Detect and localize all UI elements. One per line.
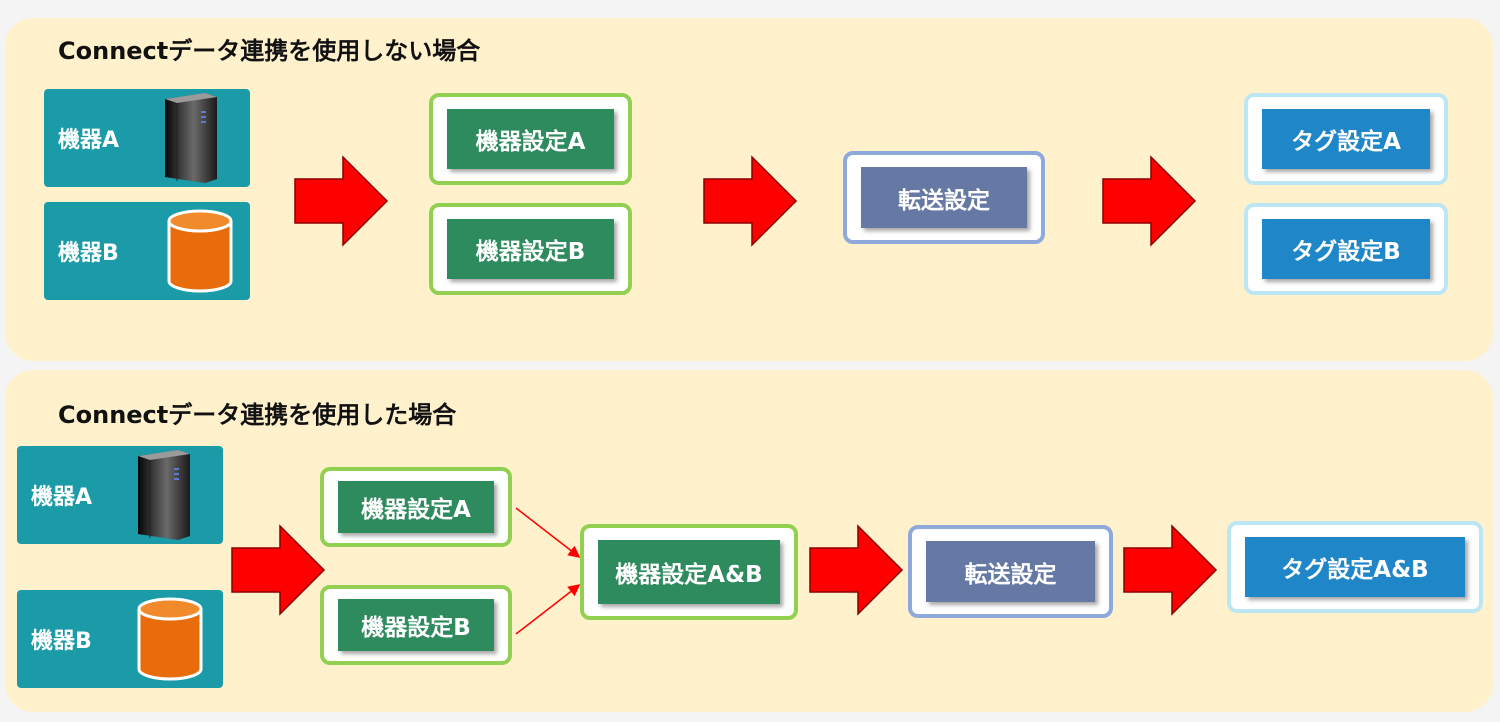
device-a-label: 機器A [58,128,120,153]
arrow-settings-to-transfer [808,524,904,616]
server-icon [138,450,190,540]
device-setting-a-label: 機器設定A [447,109,614,169]
tag-setting-a-box: タグ設定A [1244,93,1448,185]
device-setting-a-box: 機器設定A [429,93,632,185]
device-a-card: 機器A [44,89,250,187]
tag-setting-b-box: タグ設定B [1244,203,1448,295]
device-b-card: 機器B [44,202,250,300]
transfer-setting-box: 転送設定 [843,151,1045,244]
transfer-setting-label: 転送設定 [861,167,1027,228]
database-icon [135,596,205,682]
panel-title-without-connect: Connectデータ連携を使用しない場合 [58,37,481,65]
tag-setting-ab-box: タグ設定A&B [1227,521,1483,613]
panel-title-with-connect: Connectデータ連携を使用した場合 [58,401,457,429]
device-a-card: 機器A [17,446,223,544]
transfer-setting-box: 転送設定 [908,525,1113,618]
device-setting-a-box: 機器設定A [320,467,512,547]
device-setting-b-label: 機器設定B [447,219,614,279]
device-setting-b-box: 機器設定B [429,203,632,295]
tag-setting-a-label: タグ設定A [1262,109,1430,169]
transfer-setting-label: 転送設定 [926,541,1095,602]
server-icon [165,93,217,183]
device-setting-ab-label: 機器設定A&B [598,540,780,604]
device-setting-ab-box: 機器設定A&B [580,524,798,620]
arrow-settings-to-transfer [702,155,798,247]
arrow-transfer-to-tags [1101,155,1197,247]
tag-setting-ab-label: タグ設定A&B [1245,537,1465,597]
device-setting-b-label: 機器設定B [338,599,494,651]
device-b-label: 機器B [58,241,119,266]
arrow-transfer-to-tags [1122,524,1218,616]
device-b-label: 機器B [31,629,92,654]
arrow-devices-to-settings [293,155,389,247]
tag-setting-b-label: タグ設定B [1262,219,1430,279]
device-setting-a-label: 機器設定A [338,481,494,533]
arrow-devices-to-settings [230,524,326,616]
database-icon [165,208,235,294]
device-setting-b-box: 機器設定B [320,585,512,665]
device-a-label: 機器A [31,485,93,510]
device-b-card: 機器B [17,590,223,688]
merge-arrows [510,500,590,640]
